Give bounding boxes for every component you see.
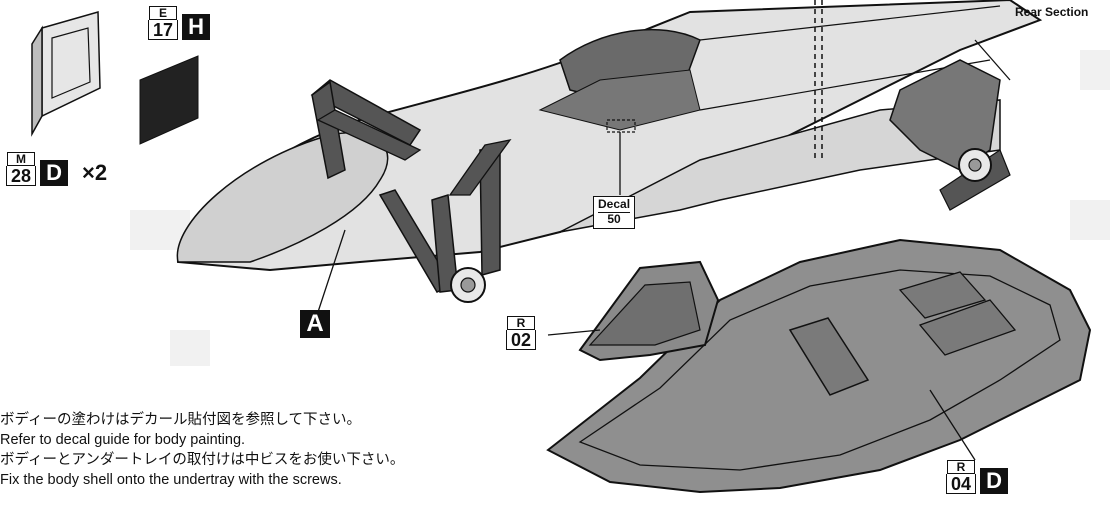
instruction-notes: ボディーの塗わけはデカール貼付図を参照して下さい。 Refer to decal… bbox=[0, 410, 470, 490]
part-code-r02: R 02 bbox=[506, 316, 537, 350]
note-jp-1: ボディーの塗わけはデカール貼付図を参照して下さい。 bbox=[0, 412, 362, 428]
decal-number-box: Decal 50 bbox=[593, 196, 636, 229]
decal-number: 50 bbox=[598, 211, 631, 227]
code-part-letter: H bbox=[182, 14, 211, 40]
quantity-label: ×2 bbox=[82, 160, 108, 185]
code-part-letter: D bbox=[40, 160, 69, 186]
code-letter: E bbox=[149, 6, 178, 20]
part-a-tile: A bbox=[300, 310, 330, 338]
code-number: 04 bbox=[946, 474, 977, 494]
background-watermark bbox=[130, 50, 1110, 366]
front-suspension bbox=[310, 79, 512, 303]
leader-lines bbox=[317, 39, 1011, 461]
code-letter: M bbox=[7, 152, 36, 166]
note-en-1: Refer to decal guide for body painting. bbox=[0, 432, 246, 448]
decal-label: Decal bbox=[598, 197, 631, 211]
undertray bbox=[546, 238, 1092, 494]
part-code-r04d: R 04 D bbox=[946, 460, 1009, 494]
code-number: 17 bbox=[148, 20, 179, 40]
code-letter: R bbox=[507, 316, 536, 330]
part-code-e17h: E 17 H bbox=[148, 6, 211, 40]
rear-section-label: Rear Section bbox=[1015, 5, 1089, 19]
rear-suspension bbox=[889, 59, 1011, 211]
code-number: 28 bbox=[6, 166, 37, 186]
note-jp-2: ボディーとアンダートレイの取付けは中ビスをお使い下さい。 bbox=[0, 452, 405, 468]
code-letter: R bbox=[947, 460, 976, 474]
code-part-letter: D bbox=[980, 468, 1009, 494]
diffuser-part bbox=[578, 260, 720, 362]
part-code-m28d: M 28 D ×2 bbox=[6, 152, 107, 186]
decal-sheet-h bbox=[139, 55, 199, 145]
note-en-2: Fix the body shell onto the undertray wi… bbox=[0, 472, 342, 488]
code-number: 02 bbox=[506, 330, 537, 350]
mirror-part bbox=[31, 11, 101, 137]
